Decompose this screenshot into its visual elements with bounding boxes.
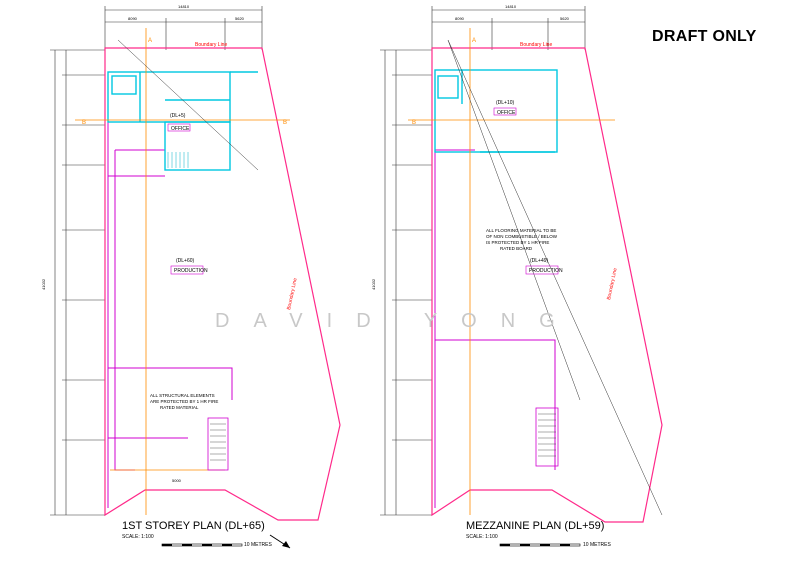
plan-title-1st-storey: 1ST STOREY PLAN (DL+65)	[122, 520, 265, 532]
plan-title-mezzanine: MEZZANINE PLAN (DL+59)	[466, 520, 605, 532]
grid-label-b-right: B	[283, 120, 287, 126]
room-office: OFFICE	[171, 126, 190, 132]
top-dimension-lines-2	[431, 6, 586, 50]
dim-top-left-2: 8090	[455, 16, 465, 21]
boundary-label-top-2: Boundary Line	[520, 42, 552, 48]
grid-label-b-left-2: B	[412, 120, 416, 126]
stair-lower-treads	[210, 423, 226, 461]
scale-label-1: SCALE: 1:100	[122, 534, 154, 540]
office-label-box-2	[493, 107, 517, 116]
gridlines-2	[408, 28, 615, 515]
stair-office	[167, 152, 189, 168]
dim-top-right-2: 5620	[560, 16, 570, 21]
north-arrow-icon	[269, 534, 291, 549]
stair-frame-2	[535, 407, 559, 467]
stair-lower-frame	[207, 417, 229, 471]
dim-top-right: 5620	[235, 16, 245, 21]
dim-bottom: 5000	[172, 478, 182, 483]
interior-walls-2	[434, 78, 556, 508]
scale-bar-1	[161, 543, 243, 547]
note-line-1: ALL STRUCTURAL ELEMENTS	[150, 393, 215, 398]
top-dimension-lines	[104, 6, 263, 50]
scale-label-2: SCALE: 1:100	[466, 534, 498, 540]
interior-walls	[107, 78, 233, 508]
boundary-label-side: Boundary Line	[286, 277, 299, 310]
level-office: (DL+5)	[170, 113, 186, 119]
office-block-2	[434, 69, 558, 153]
section-line	[117, 39, 259, 171]
office-label-box	[167, 123, 191, 132]
mezz-note-4: RATED BOARD	[500, 246, 533, 251]
section-lines-2	[447, 39, 663, 516]
dim-side-total-2: 41032	[371, 278, 376, 290]
grid-label-a-top: A	[148, 38, 152, 44]
grid-label-a-top-2: A	[472, 38, 476, 44]
mezz-note-3: IS PROTECTED BY 1 HR FIRE	[486, 240, 549, 245]
gridlines	[75, 28, 290, 515]
level-production-2: (DL+49)	[530, 258, 549, 264]
boundary-label-top: Boundary Line	[195, 42, 227, 48]
note-line-2: ARE PROTECTED BY 1 HR FIRE	[150, 399, 218, 404]
dim-top-total: 14810	[178, 4, 190, 9]
draft-label: DRAFT ONLY	[652, 28, 757, 45]
level-production: (DL+60)	[176, 258, 195, 264]
dim-top-total-2: 14810	[505, 4, 517, 9]
note-line-3: RATED MATERIAL	[160, 405, 199, 410]
level-office-2: (DL+10)	[496, 100, 515, 106]
scale-bar-2	[499, 543, 581, 547]
office-block	[107, 71, 258, 171]
stair-treads-2	[538, 413, 556, 457]
dim-top-left: 8090	[128, 16, 138, 21]
boundary-label-side-2: Boundary Line	[606, 267, 619, 300]
mezz-note-1: ALL FLOORING MATERIAL TO BE	[486, 228, 556, 233]
room-production: PRODUCTION	[174, 268, 208, 274]
left-dimension-lines	[50, 49, 105, 516]
production-label-box-2	[525, 265, 559, 275]
site-boundary-2	[431, 47, 663, 523]
mezz-note-2: OF NON COMBUSTIBLE / BELOW	[486, 234, 558, 239]
room-production-2: PRODUCTION	[529, 268, 563, 274]
plan-1st-storey: 14810 8090 5620 41032 Boundary Line Boun…	[41, 4, 341, 549]
scale-end-label-2: 10 METRES	[583, 542, 611, 548]
grid-label-b-left: B	[82, 120, 86, 126]
plan-mezzanine: 14810 8090 5620 41032 Boundary Line Boun…	[371, 4, 663, 547]
production-label-box	[170, 265, 204, 275]
dim-side-total: 41032	[41, 278, 46, 290]
scale-end-label-1: 10 METRES	[244, 542, 272, 548]
watermark: DAVID YONG	[215, 310, 579, 332]
site-boundary	[104, 47, 341, 521]
room-office-2: OFFICE	[497, 110, 516, 116]
left-dimension-lines-2	[380, 49, 432, 516]
